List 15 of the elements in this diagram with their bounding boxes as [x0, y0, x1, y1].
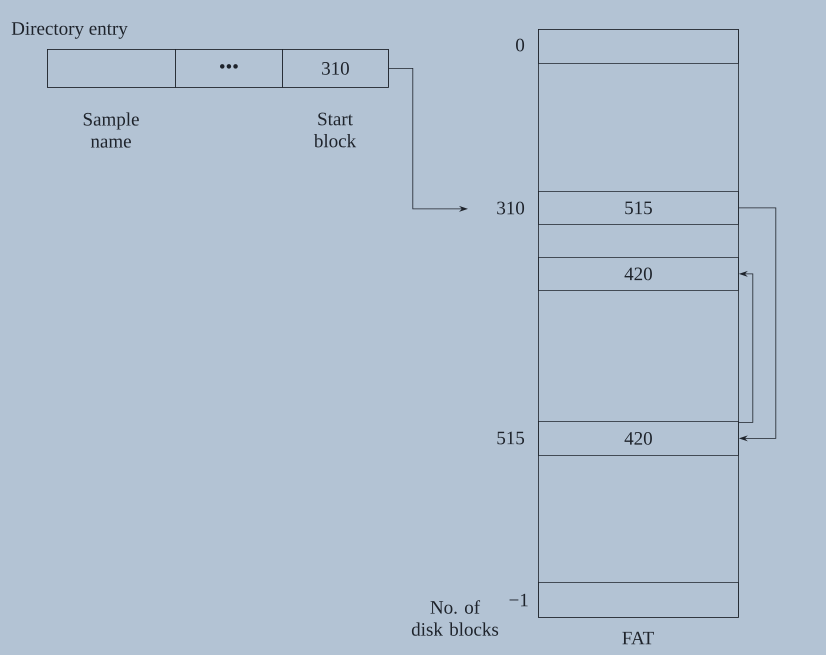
- start-block-cell: 310: [282, 49, 389, 88]
- row-label: Start block: [314, 112, 356, 148]
- table-row: 420: [538, 257, 739, 291]
- field-cell: •••: [175, 49, 283, 88]
- heading: Directory entry: [12, 22, 128, 39]
- arrow: [738, 207, 776, 442]
- table-row: 515: [538, 190, 739, 225]
- row-label: 515: [497, 432, 524, 444]
- table-caption: FAT: [622, 632, 654, 644]
- row-label: −1: [510, 594, 528, 606]
- row-label: 310: [497, 202, 524, 214]
- row-label: No. of disk blocks: [412, 600, 498, 636]
- table-row: 420: [538, 421, 739, 456]
- row-label: Sample name: [84, 112, 139, 148]
- row-label: 0: [516, 38, 524, 52]
